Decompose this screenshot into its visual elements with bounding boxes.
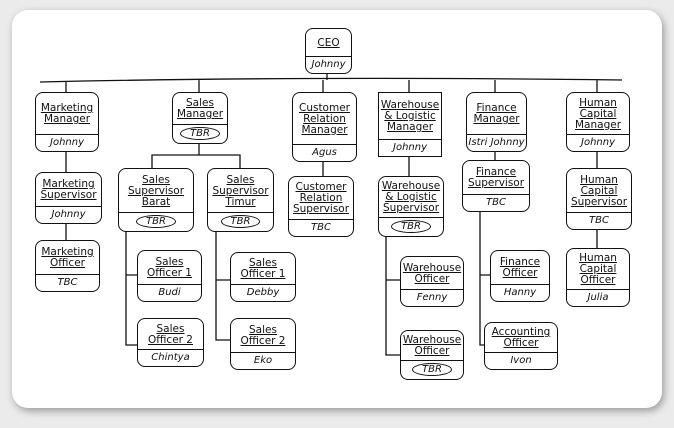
name-label: TBC — [463, 194, 529, 211]
role-label: Marketing Manager — [40, 102, 94, 125]
name-label: Fenny — [401, 289, 463, 306]
name-label: Julia — [567, 289, 629, 306]
name-label: TBR — [119, 212, 193, 231]
role-label: Sales Officer 2 — [148, 322, 193, 346]
node-sales-officer-1-barat: Sales Officer 1 Budi — [137, 250, 202, 302]
tbr-circle: TBR — [220, 215, 261, 228]
node-ceo: CEO Johnny — [305, 28, 352, 74]
name-label: TBC — [36, 274, 99, 291]
role-label: Sales Manager — [176, 97, 224, 120]
role-label: Human Capital Supervisor — [570, 173, 628, 208]
name-label: TBC — [567, 212, 631, 229]
name-label: Eko — [231, 352, 295, 369]
role-label: Marketing Supervisor — [40, 178, 97, 201]
node-sales-officer-1-timur: Sales Officer 1 Debby — [230, 252, 296, 302]
role-label: Warehouse Officer — [402, 334, 462, 357]
name-label: Agus — [293, 144, 356, 161]
name-label: TBR — [208, 212, 273, 231]
role-label: Marketing Officer — [41, 246, 94, 269]
name-label: Johnny — [36, 206, 101, 223]
role-label: Finance Supervisor — [467, 166, 525, 189]
name-label: TBR — [401, 360, 463, 379]
name-label: TBR — [173, 124, 227, 143]
name-label: Johnny — [306, 56, 351, 73]
name-label: Johnny — [36, 134, 98, 151]
role-label: Accounting Officer — [491, 326, 551, 349]
name-label: Hanny — [491, 284, 549, 301]
name-label: Johnny — [567, 134, 629, 151]
role-label: Warehouse Officer — [402, 261, 462, 285]
tbr-circle: TBR — [412, 363, 452, 376]
name-label: Debby — [231, 284, 295, 301]
role-label: Customer Relation Supervisor — [292, 181, 350, 215]
role-label: Warehouse & Logistic Supervisor — [381, 180, 441, 214]
name-label: Ivon — [485, 352, 557, 369]
role-label: CEO — [317, 36, 340, 49]
role-label: Sales Supervisor Timur — [212, 173, 269, 208]
tbr-circle: TBR — [180, 127, 220, 140]
tbr-circle: TBR — [391, 220, 431, 233]
role-label: Human Capital Officer — [579, 252, 617, 286]
name-label: TBC — [289, 219, 353, 236]
name-label: Johnny — [379, 139, 441, 156]
role-label: Sales Officer 1 — [240, 257, 286, 280]
role-label: Warehouse & Logistic Manager — [380, 99, 440, 133]
role-label: Sales Officer 1 — [147, 256, 192, 279]
role-label: Customer Relation Manager — [298, 101, 350, 136]
role-label: Finance Manager — [473, 102, 520, 125]
tbr-circle: TBR — [136, 215, 176, 228]
role-label: Sales Officer 2 — [240, 324, 286, 347]
role-label: Sales Supervisor Barat — [127, 173, 185, 208]
name-label: TBR — [379, 217, 443, 236]
name-label: Istri Johnny — [467, 134, 526, 151]
name-label: Chintya — [138, 349, 203, 366]
role-label: Human Capital Manager — [574, 96, 622, 131]
node-sales-officer-2-barat: Sales Officer 2 Chintya — [137, 318, 204, 367]
role-label: Finance Officer — [499, 256, 541, 279]
node-sales-officer-2-timur: Sales Officer 2 Eko — [230, 318, 296, 370]
name-label: Budi — [138, 284, 201, 301]
